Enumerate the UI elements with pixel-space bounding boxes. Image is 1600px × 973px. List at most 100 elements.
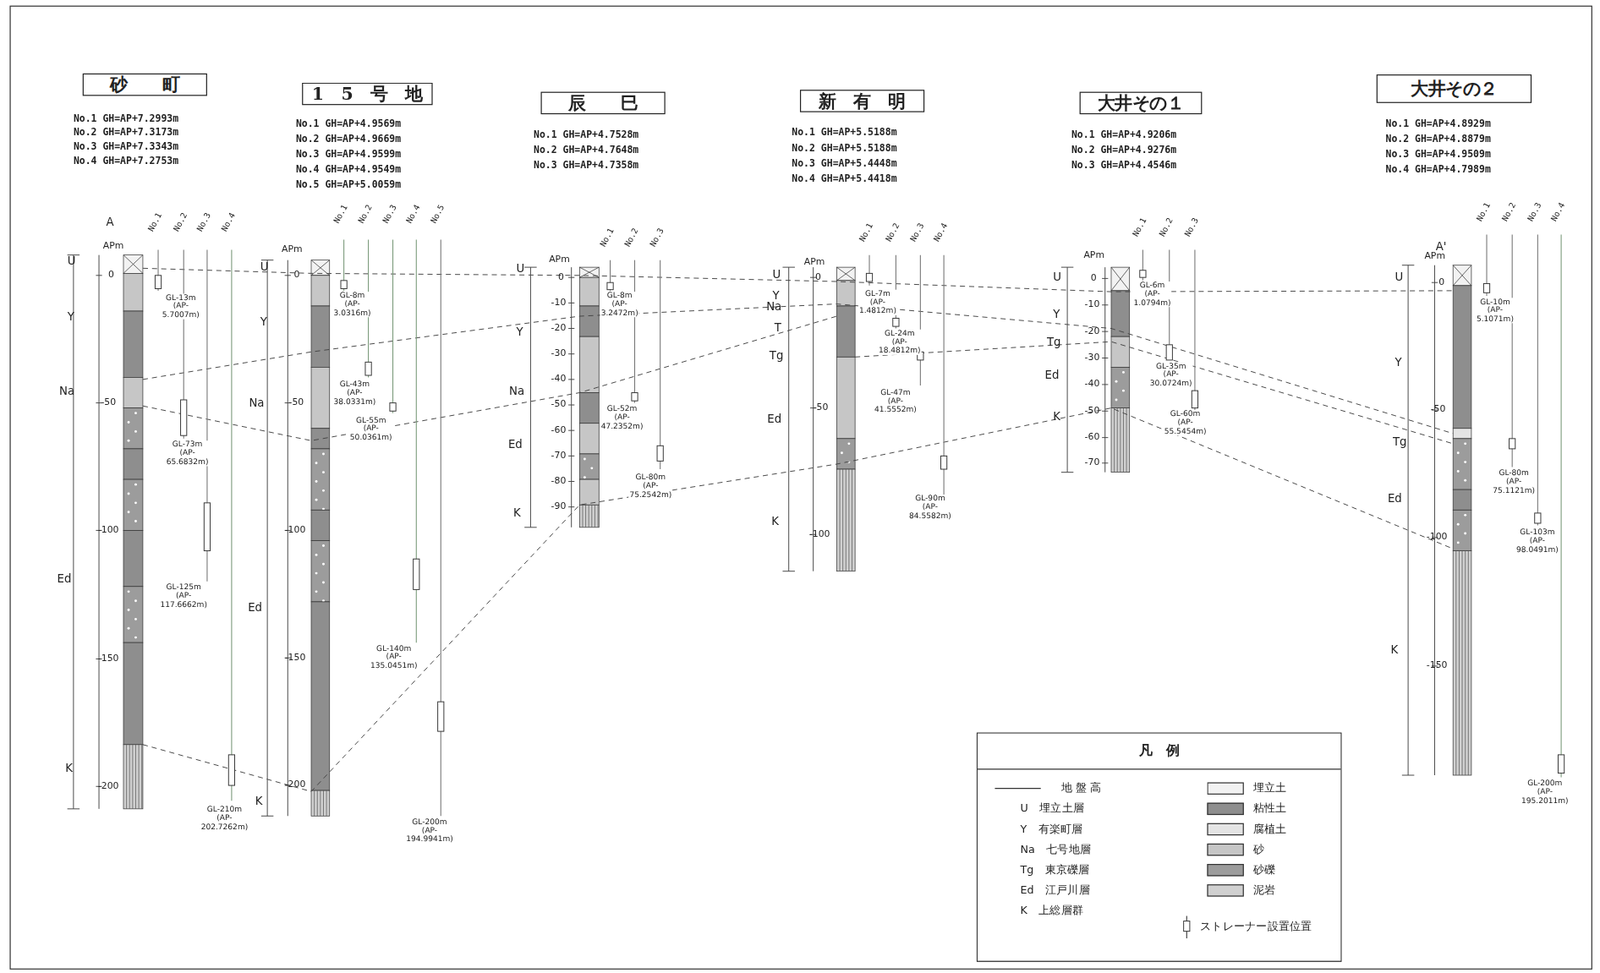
well-casing	[392, 240, 394, 414]
mudstone-hatch	[317, 790, 318, 817]
well-number: No.2	[1158, 217, 1176, 240]
gravel-dot	[315, 480, 318, 483]
legend-text: 粘性土	[1253, 801, 1288, 817]
mudstone-hatch	[1458, 551, 1460, 776]
strainer-mark	[631, 393, 638, 402]
stratum-code: Ed	[1045, 369, 1060, 383]
legend-text: 泥岩	[1253, 883, 1277, 899]
well-number: No.3	[382, 203, 400, 226]
stratum-code: K	[771, 516, 779, 530]
legend-text: 埋立土	[1253, 781, 1288, 796]
strainer-mark	[1483, 283, 1490, 293]
ground-height-note: No.2 GH=AP+7.3173m	[73, 127, 179, 139]
axis-value: -60	[1084, 432, 1101, 444]
mudstone-hatch	[842, 469, 844, 572]
strata-bracket	[1402, 264, 1414, 266]
page-frame	[10, 5, 1592, 970]
gravel-dot	[1457, 451, 1460, 455]
mudstone-hatch	[135, 745, 137, 810]
strainer-mark	[940, 455, 947, 470]
ground-height-note: No.3 GH=AP+4.4546m	[1071, 159, 1177, 171]
mudstone-hatch	[588, 504, 590, 528]
depth-note: GL-13m (AP-5.7007m)	[161, 294, 201, 320]
axis-tick	[568, 353, 575, 355]
legend-swatch	[1206, 864, 1244, 877]
site-name: 新 有 明	[818, 89, 906, 114]
soil-layer	[1111, 267, 1130, 291]
well-number: No.4	[220, 212, 238, 235]
gravel-dot	[1122, 389, 1125, 393]
strainer-mark	[203, 503, 210, 552]
soil-layer	[1452, 551, 1472, 776]
legend-divider	[977, 768, 1342, 770]
strainer-mark	[1139, 270, 1146, 278]
axis-tick	[284, 274, 291, 276]
soil-layer	[311, 428, 330, 450]
axis-value: -150	[1426, 661, 1448, 672]
strainer-mark	[340, 280, 347, 290]
gravel-dot	[1463, 460, 1467, 464]
axis-tick	[568, 302, 575, 304]
depth-note: GL-43m (AP-38.0331m)	[332, 380, 377, 406]
soil-layer	[123, 255, 143, 274]
soil-layer	[123, 530, 143, 587]
ground-height-note: No.2 GH=AP+5.5188m	[791, 142, 897, 154]
strainer-mark	[607, 282, 614, 290]
gravel-dot	[1457, 470, 1460, 473]
stratum-code: Y	[67, 311, 75, 324]
gravel-dot	[840, 451, 844, 455]
mudstone-hatch	[326, 790, 328, 817]
soil-layer	[1111, 290, 1130, 337]
axis-value: -100	[809, 529, 831, 540]
axis-value: APm	[103, 241, 125, 253]
gravel-dot	[583, 458, 587, 461]
gravel-dot	[1463, 442, 1467, 445]
ground-height-note: No.2 GH=AP+4.9669m	[295, 133, 401, 145]
axis-value: -50	[100, 398, 116, 409]
well-casing	[634, 260, 636, 404]
depth-note: GL-24m (AP-18.4812m)	[877, 329, 922, 356]
gravel-dot	[127, 627, 131, 631]
gravel-dot	[1115, 399, 1118, 402]
gravel-dot	[322, 544, 325, 548]
gravel-dot	[127, 439, 131, 443]
site-title-box: 砂 町	[82, 73, 208, 97]
well-number: No.4	[1550, 201, 1568, 224]
depth-axis	[570, 267, 572, 528]
well-number: No.2	[357, 203, 375, 226]
ground-height-note: No.3 GH=AP+4.9509m	[1386, 148, 1491, 160]
soil-layer	[311, 367, 330, 428]
mudstone-hatch	[848, 469, 850, 572]
stratum-code: Y	[516, 326, 524, 340]
mudstone-hatch	[1117, 408, 1118, 473]
gravel-dot	[134, 636, 137, 640]
site-title-box: 1 5 号 地	[301, 82, 433, 106]
strata-bracket	[1408, 265, 1409, 776]
legend-line-sample	[994, 788, 1041, 790]
site-name: 大井その１	[1097, 91, 1185, 116]
axis-tick	[568, 277, 575, 279]
gravel-dot	[315, 498, 318, 502]
axis-value: -200	[284, 780, 307, 791]
site-name: 砂 町	[109, 72, 180, 97]
soil-layer	[123, 586, 143, 643]
ground-height-note: No.4 GH=AP+5.4418m	[791, 173, 897, 185]
legend-text: 地 盤 高	[1061, 781, 1102, 796]
soil-layer	[579, 479, 599, 505]
mudstone-hatch	[129, 745, 131, 810]
mudstone-hatch	[1462, 551, 1464, 776]
soil-layer	[311, 790, 330, 817]
depth-note: GL-55m (AP-50.0361m)	[349, 416, 394, 442]
ground-height-note: No.1 GH=AP+4.8929m	[1386, 118, 1491, 130]
soil-layer	[311, 275, 330, 307]
ground-height-note: No.4 GH=AP+4.9549m	[295, 164, 401, 176]
soil-layer	[1452, 265, 1472, 286]
axis-value: -70	[1084, 458, 1101, 469]
mudstone-hatch	[1119, 408, 1121, 473]
well-casing	[230, 250, 232, 802]
soil-layer	[836, 267, 855, 281]
gravel-dot	[322, 452, 325, 455]
site-name: 辰 巳	[568, 91, 638, 116]
mudstone-hatch	[839, 469, 841, 572]
well-number: No.1	[1131, 217, 1149, 240]
